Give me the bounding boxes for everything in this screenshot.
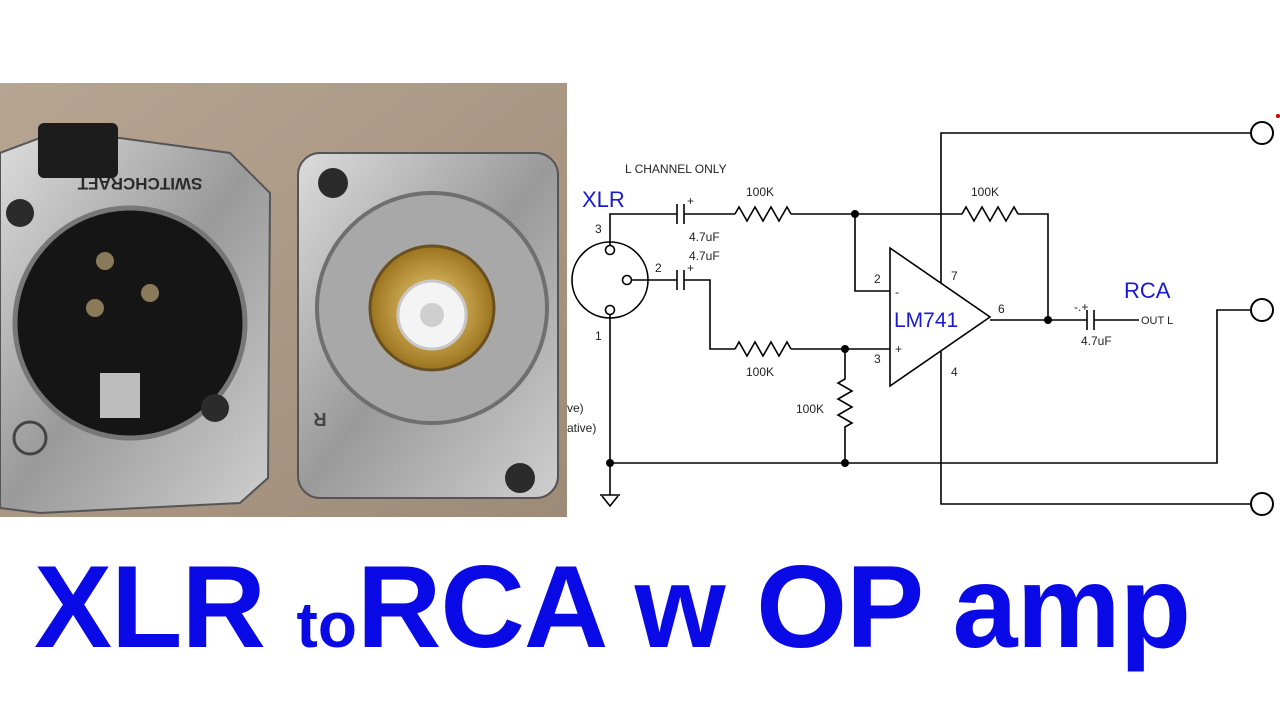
xlr-pin1-label: 1 <box>595 329 602 343</box>
headline-part-to: to <box>296 589 357 661</box>
opamp-minus-sign: - <box>895 285 899 299</box>
rca-screw-hole-top <box>318 168 348 198</box>
cap-top-value: 4.7uF <box>689 230 720 244</box>
opamp-label: LM741 <box>894 309 958 332</box>
res-feedback-value: 100K <box>971 185 999 199</box>
xlr-label: XLR <box>582 187 625 212</box>
xlr-screw-hole-bottom <box>201 394 229 422</box>
channel-note: L CHANNEL ONLY <box>625 162 727 176</box>
opamp-pin4-label: 4 <box>951 365 958 379</box>
xlr-pin <box>96 252 114 270</box>
xlr-connector: SWITCHCRAFT <box>0 123 272 515</box>
schematic-drawing: L CHANNEL ONLY XLR RCA LM741 3 2 1 2 3 7… <box>567 114 1280 516</box>
rca-screw-hole-bottom <box>505 463 535 493</box>
cap-out-marks: -.+ <box>1074 300 1088 314</box>
red-mark <box>1276 114 1280 118</box>
res-shunt-value: 100K <box>796 402 824 416</box>
opamp-pin7-label: 7 <box>951 269 958 283</box>
xlr-pin <box>141 284 159 302</box>
opamp-schematic: L CHANNEL ONLY XLR RCA LM741 3 2 1 2 3 7… <box>567 83 1280 517</box>
xlr-pin2-label: 2 <box>655 261 662 275</box>
headline-part-xlr: XLR <box>34 541 297 672</box>
connector-photo-drawing: SWITCHCRAFT R <box>0 83 567 517</box>
xlr-socket <box>12 205 248 441</box>
out-label: OUT L <box>1141 315 1173 327</box>
partial-label-2: ative) <box>567 421 596 435</box>
rca-center-pin <box>420 303 444 327</box>
junction-dots <box>606 210 1052 467</box>
schematic-wires <box>571 132 1252 508</box>
headline-title: XLR toRCA w OP amp <box>34 548 1280 698</box>
xlr-latch <box>38 123 118 178</box>
cap-mid-plus: + <box>687 261 694 275</box>
connector-photo: SWITCHCRAFT R <box>0 83 567 517</box>
rca-label: RCA <box>1124 278 1171 303</box>
rca-mark-text: R <box>314 409 327 429</box>
xlr-pin3-label: 3 <box>595 222 602 236</box>
output-terminals <box>1250 121 1274 516</box>
res-bottom-value: 100K <box>746 365 774 379</box>
opamp-plus-sign: + <box>895 342 902 356</box>
opamp-pin3-label: 3 <box>874 352 881 366</box>
rca-connector: R <box>297 152 559 499</box>
xlr-release-tab <box>100 373 140 418</box>
headline-part-rca: RCA w OP amp <box>356 541 1191 672</box>
xlr-screw-hole-top <box>6 199 34 227</box>
xlr-brand-text: SWITCHCRAFT <box>77 174 202 193</box>
opamp-pin2-label: 2 <box>874 272 881 286</box>
xlr-pin <box>86 299 104 317</box>
cap-mid-value: 4.7uF <box>689 249 720 263</box>
res-top-value: 100K <box>746 185 774 199</box>
xlr-logo-mark <box>12 420 48 456</box>
cap-top-plus: + <box>687 194 694 208</box>
opamp-pin6-label: 6 <box>998 302 1005 316</box>
partial-label-1: ve) <box>567 401 584 415</box>
cap-out-value: 4.7uF <box>1081 334 1112 348</box>
